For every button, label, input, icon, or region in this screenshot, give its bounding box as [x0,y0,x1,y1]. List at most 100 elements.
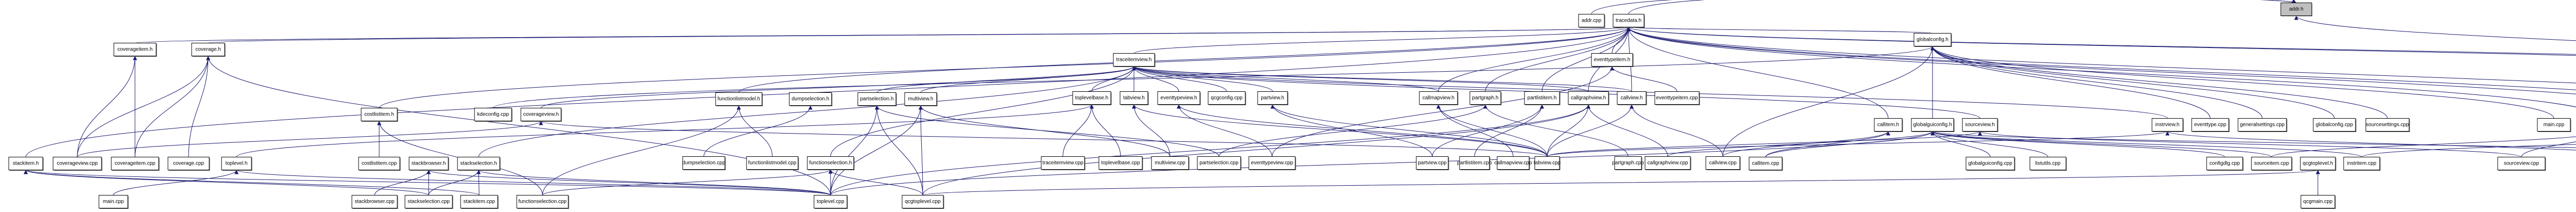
node-partview-h[interactable]: partview.h [1257,91,1289,106]
node-costlistitem-h[interactable]: costlistitem.h [361,108,398,122]
node-dumpselection-h[interactable]: dumpselection.h [789,92,833,107]
node-callgraphview-cpp[interactable]: callgraphview.cpp [1645,156,1691,171]
node-stackselection-h[interactable]: stackselection.h [457,157,501,171]
node-qcgconfig-cpp[interactable]: qcgconfig.cpp [1208,91,1246,106]
node-callview-h[interactable]: callview.h [1617,91,1647,106]
node-toplevelbase-h[interactable]: toplevelbase.h [1072,91,1112,106]
node-qcgtoplevel-cpp[interactable]: qcgtoplevel.cpp [902,195,944,209]
node-coverage-h[interactable]: coverage.h [191,43,226,57]
edge-tracedata_h-to-addr_h [1628,0,2297,14]
node-traceitemview-cpp[interactable]: traceitemview.cpp [1041,156,1086,171]
node-functionselection-h[interactable]: functionselection.h [807,156,855,171]
node-partlistitem-h[interactable]: partlistitem.h [1524,91,1561,106]
node-instritem-cpp[interactable]: instritem.cpp [2343,157,2381,171]
node-functionselection-cpp[interactable]: functionselection.cpp [516,195,569,209]
node-globalconfig-h[interactable]: globalconfig.h [1913,33,1952,47]
node-coverageview-h[interactable]: coverageview.h [520,108,562,122]
node-sourcesettings-cpp[interactable]: sourcesettings.cpp [2365,118,2410,133]
node-partselection-h[interactable]: partselection.h [857,92,897,107]
node-stackitem-h[interactable]: stackitem.h [8,157,44,171]
node-addr-cpp[interactable]: addr.cpp [1578,14,1605,28]
node-partgraph-h[interactable]: partgraph.h [1469,91,1502,106]
node-box [1613,14,1645,27]
node-stackselection-cpp[interactable]: stackselection.cpp [404,195,453,209]
node-sourceview-h[interactable]: sourceview.h [1962,118,1998,133]
node-box [2280,3,2312,16]
edge-instritem_cpp-to-globalguiconfig_h [1930,131,2362,157]
node-toplevel-cpp[interactable]: toplevel.cpp [814,195,848,209]
node-instrview-h[interactable]: instrview.h [2151,118,2184,133]
node-stackbrowser-cpp[interactable]: stackbrowser.cpp [351,195,398,209]
node-eventtypeitem-h[interactable]: eventtypeitem.h [1591,53,1634,68]
node-sourceview-cpp[interactable]: sourceview.cpp [2497,157,2546,171]
node-callview-cpp[interactable]: callview.cpp [1705,156,1741,171]
node-toplevelbase-cpp[interactable]: toplevelbase.cpp [1098,156,1143,171]
node-partgraph-cpp[interactable]: partgraph.cpp [1612,156,1644,171]
node-callmapview-h[interactable]: callmapview.h [1419,91,1459,106]
node-functionlistmodel-cpp[interactable]: functionlistmodel.cpp [746,156,799,171]
node-eventtypeitem-cpp[interactable]: eventtypeitem.cpp [1654,91,1700,106]
node-globalguiconfig-h[interactable]: globalguiconfig.h [1911,118,1955,133]
node-label: callgraphview.cpp [1648,160,1688,166]
node-eventtypeview-cpp[interactable]: eventtypeview.cpp [1248,156,1296,171]
node-traceitemview-h[interactable]: traceitemview.h [1113,53,1156,68]
node-callitem-cpp[interactable]: callitem.cpp [1749,157,1783,171]
node-box [1072,91,1111,105]
node-label: toplevel.h [226,161,248,167]
node-label: globalconfig.h [1917,37,1948,43]
node-tabview-h[interactable]: tabview.h [1120,91,1149,106]
node-generalsettings-cpp[interactable]: generalsettings.cpp [2238,118,2287,133]
node-label: coverageview.h [523,112,559,118]
node-box [2206,157,2243,170]
node-box [1120,91,1148,105]
node-label: tabview.h [1123,95,1145,101]
node-label: globalguiconfig.cpp [1968,161,2012,167]
node-box [358,157,400,170]
node-callmapview-cpp[interactable]: callmapview.cpp [1495,156,1532,171]
node-label: callitem.h [1877,122,1899,128]
node-qcgtoplevel-h[interactable]: qcgtoplevel.h [2300,157,2336,171]
node-globalconfig-cpp[interactable]: globalconfig.cpp [2313,118,2357,133]
node-coverageitem-cpp[interactable]: coverageitem.cpp [111,157,160,171]
edge-partlistitem_h-to-tracedata_h [1541,27,1631,92]
node-tabview-cpp[interactable]: tabview.cpp [1534,156,1561,171]
node-label: instrview.h [2156,122,2180,128]
node-kdeconfig-cpp[interactable]: kdeconfig.cpp [474,108,513,122]
node-configdlg-cpp[interactable]: configdlg.cpp [2206,157,2244,171]
node-eventtype-cpp[interactable]: eventtype.cpp [2191,118,2230,133]
node-multiview-cpp[interactable]: multiview.cpp [1151,156,1190,171]
node-partselection-cpp[interactable]: partselection.cpp [1197,156,1242,171]
node-costlistitem-cpp[interactable]: costlistitem.cpp [358,157,401,171]
node-label: eventtypeview.h [1160,95,1197,101]
node-partlistitem-cpp[interactable]: partlistitem.cpp [1457,156,1492,171]
node-callitem-h[interactable]: callitem.h [1874,118,1903,133]
node-box [191,43,225,56]
node-sourceitem-cpp[interactable]: sourceitem.cpp [2251,157,2293,171]
node-globalguiconfig-cpp[interactable]: globalguiconfig.cpp [1965,157,2015,171]
node-tracedata-h[interactable]: tracedata.h [1613,14,1645,28]
node-qcgmain-cpp[interactable]: qcgmain.cpp [2300,195,2336,209]
node-multiview-h[interactable]: multiview.h [904,92,938,107]
node-label: stackitem.cpp [463,199,495,205]
node-partview-cpp[interactable]: partview.cpp [1416,156,1449,171]
node-callgraphview-h[interactable]: callgraphview.h [1568,91,1609,106]
node-listutils-cpp[interactable]: listutils.cpp [2029,157,2067,171]
edge-dumpselection_cpp-to-dumpselection_h [703,105,812,157]
node-stackitem-cpp[interactable]: stackitem.cpp [460,195,499,209]
edge-sourceitem_cpp-to-sourceitem_h [2271,136,2576,157]
node-toplevel-h[interactable]: toplevel.h [221,157,252,171]
node-stackbrowser-h[interactable]: stackbrowser.h [409,157,449,171]
node-box [1911,118,1954,132]
node-coverageitem-h[interactable]: coverageitem.h [113,43,157,57]
node-box [53,157,102,170]
edge-colorsettings_cpp-to-globalguiconfig_h [1930,131,2576,148]
node-functionlistmodel-h[interactable]: functionlistmodel.h [715,92,763,107]
node-coverageview-cpp[interactable]: coverageview.cpp [53,157,103,171]
node-eventtypeview-h[interactable]: eventtypeview.h [1157,91,1201,106]
node-main-cpp-r[interactable]: main.cpp [2537,118,2571,133]
node-coverage-cpp[interactable]: coverage.cpp [167,157,210,171]
edge-main_cpp_l-to-toplevel_h [113,170,239,195]
node-dumpselection-cpp[interactable]: dumpselection.cpp [682,156,726,171]
node-main-cpp-l[interactable]: main.cpp [98,195,129,209]
edges-layer [24,0,2576,195]
